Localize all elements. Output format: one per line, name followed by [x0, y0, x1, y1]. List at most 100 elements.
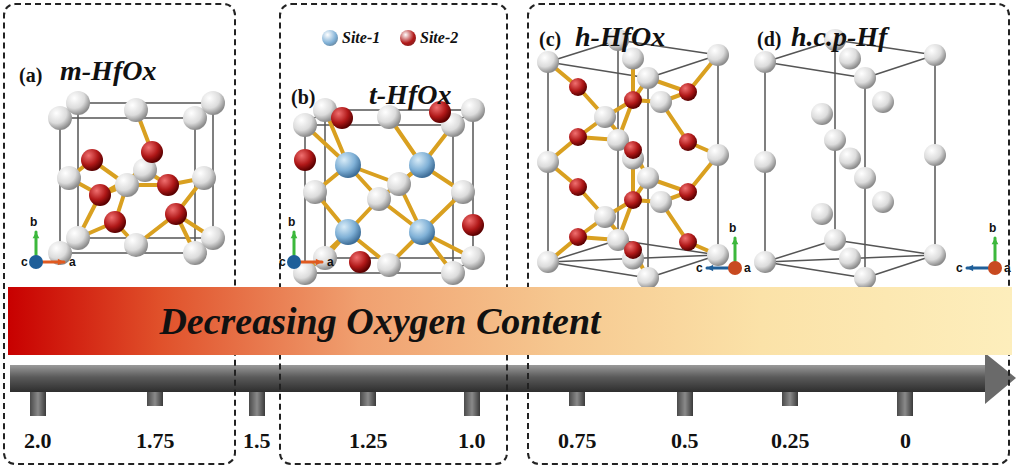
atom [124, 233, 148, 257]
axis-letter: b [729, 222, 736, 234]
tick-label: 0 [900, 430, 911, 452]
axis-letter: a [69, 256, 76, 268]
axis-letter: b [288, 216, 295, 228]
atom [537, 51, 559, 73]
cell-edge [305, 272, 453, 274]
axis-triad [967, 238, 1002, 275]
atom [924, 144, 946, 166]
atom [124, 98, 148, 122]
dashed-panel: (a)m-HfOx [3, 3, 236, 465]
axis-dot [29, 255, 43, 269]
atom [569, 128, 587, 146]
band-title: Decreasing Oxygen Content [159, 302, 600, 340]
atom [201, 226, 225, 250]
atom [839, 148, 861, 170]
atom [462, 214, 484, 236]
tick-pillar [30, 392, 46, 416]
atom [81, 149, 103, 171]
tick-pillar [677, 392, 693, 416]
atom [679, 233, 697, 251]
axis-dot [287, 255, 301, 269]
atom [811, 103, 833, 125]
atom [409, 152, 435, 178]
cell-edge [865, 255, 935, 278]
panel-letter: (d) [757, 29, 781, 49]
dashed-panel: (b)t-HfOx [279, 3, 508, 465]
axis-letter: c [956, 262, 963, 274]
atom [637, 167, 659, 189]
atom [537, 151, 559, 173]
axis-head [985, 353, 1016, 404]
atom [707, 44, 729, 66]
hexagonal-suboxide-cell [537, 29, 729, 289]
axis-head [291, 232, 298, 238]
atom [349, 251, 371, 273]
axis-head [732, 238, 739, 244]
axis-letter: a [1004, 262, 1011, 274]
axis-triad [29, 232, 64, 269]
atom [679, 83, 697, 101]
tick-label: 1.5 [243, 430, 271, 452]
axis-letter: b [989, 222, 996, 234]
tick-pillar [464, 392, 480, 416]
atom [854, 67, 876, 89]
axis-letter: a [327, 256, 334, 268]
atom [637, 67, 659, 89]
atom [594, 106, 616, 128]
axis-letter: c [696, 262, 703, 274]
atom [569, 228, 587, 246]
axis-triad [707, 238, 742, 275]
atom [441, 261, 465, 285]
atom [594, 206, 616, 228]
atom [624, 241, 642, 259]
legend-text: Site-2 [420, 30, 458, 46]
atom [165, 203, 187, 225]
phase-title: t-HfOx [369, 81, 451, 109]
dashed-panel: (c)h-HfOx(d)h.c.p-Hf [527, 3, 1010, 465]
atom [387, 172, 411, 196]
tick-label: 1.75 [136, 430, 175, 452]
atom [569, 178, 587, 196]
panel-letter: (c) [539, 29, 561, 49]
legend-swatch [400, 30, 416, 46]
atom [335, 219, 361, 245]
atom [679, 183, 697, 201]
atom [754, 151, 776, 173]
legend-swatch [322, 30, 338, 46]
cell-edge [865, 55, 935, 78]
tick-label: 0.25 [771, 430, 810, 452]
axis-triad [287, 232, 322, 269]
atom [811, 203, 833, 225]
tick-label: 0.5 [671, 430, 699, 452]
tick-pillar [147, 392, 163, 406]
atom [707, 144, 729, 166]
tick-label: 1.0 [458, 430, 486, 452]
atom [872, 191, 894, 213]
atom [104, 211, 126, 233]
axis-dot [988, 261, 1002, 275]
hcp-cell [754, 29, 946, 289]
atom [66, 91, 90, 115]
atom [824, 229, 846, 251]
axis-letter: c [279, 256, 286, 268]
atom [141, 141, 163, 163]
axis-letter: a [744, 262, 751, 274]
legend-text: Site-1 [342, 30, 380, 46]
atom [854, 267, 876, 289]
tick-pillar [569, 392, 585, 406]
atom [461, 246, 485, 270]
atom [89, 184, 111, 206]
tick-label: 2.0 [24, 430, 52, 452]
atom [367, 187, 391, 211]
atom [293, 113, 317, 137]
axis-head [707, 265, 713, 272]
atom [201, 91, 225, 115]
tick-label: 0.75 [558, 430, 597, 452]
atom [569, 78, 587, 96]
atom [66, 226, 90, 250]
atom [637, 267, 659, 289]
tick-pillar [360, 392, 376, 406]
atom [57, 166, 81, 190]
cell-edge [765, 240, 835, 262]
tetragonal-cell [293, 98, 485, 285]
